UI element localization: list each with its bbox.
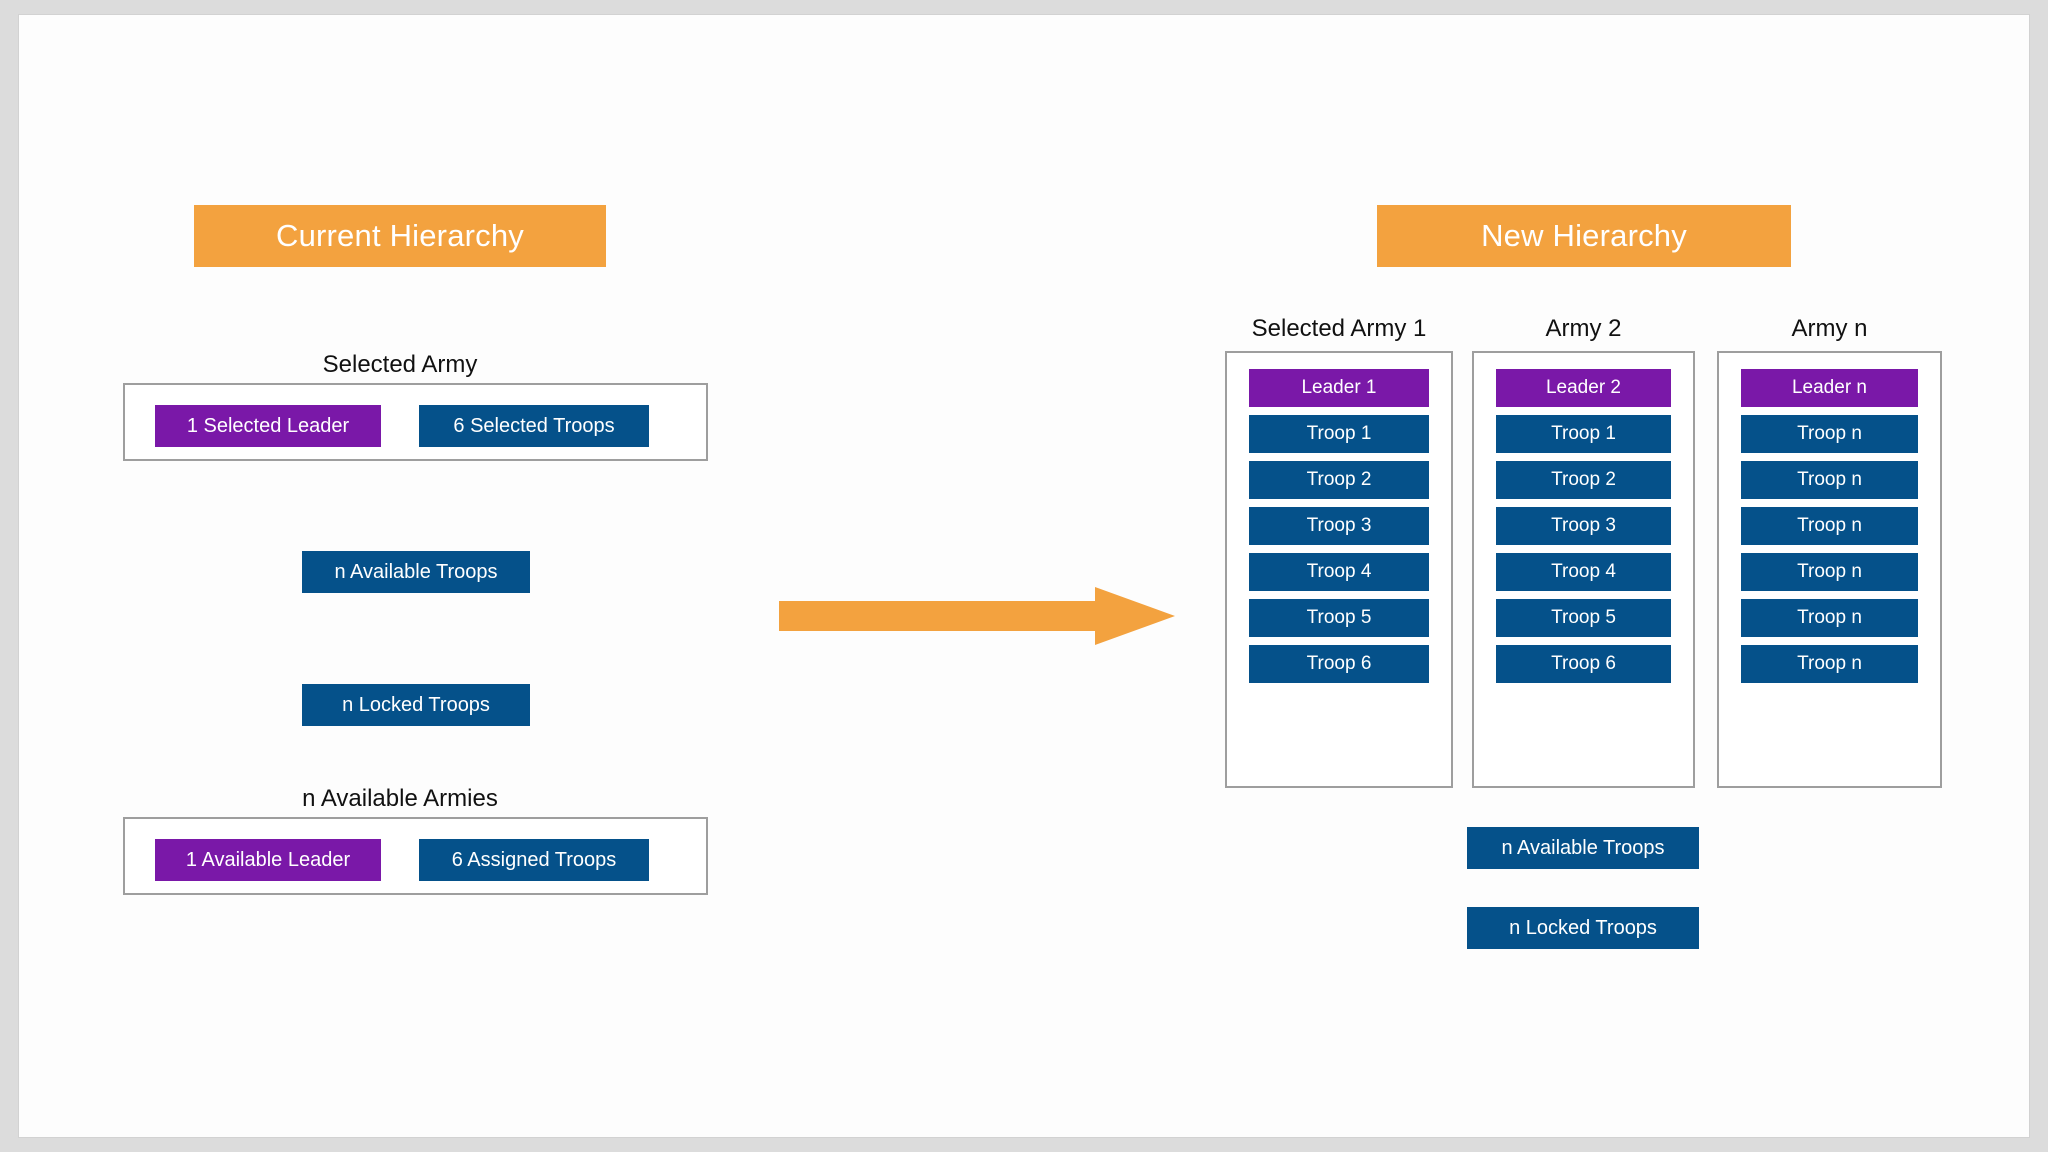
army-2-troop-3[interactable]: Troop 3 <box>1496 507 1671 545</box>
selected-troops-chip[interactable]: 6 Selected Troops <box>419 405 649 447</box>
army-n-leader[interactable]: Leader n <box>1741 369 1918 407</box>
army-1-troop-3[interactable]: Troop 3 <box>1249 507 1429 545</box>
army-n-troop-1[interactable]: Troop n <box>1741 415 1918 453</box>
selected-leader-chip[interactable]: 1 Selected Leader <box>155 405 381 447</box>
army-column-1: Leader 1 Troop 1 Troop 2 Troop 3 Troop 4… <box>1225 351 1453 788</box>
army-1-troop-1[interactable]: Troop 1 <box>1249 415 1429 453</box>
army-2-troop-6[interactable]: Troop 6 <box>1496 645 1671 683</box>
transformation-arrow <box>779 587 1175 645</box>
selected-army-group: 1 Selected Leader 6 Selected Troops <box>123 383 708 461</box>
left-locked-troops-chip[interactable]: n Locked Troops <box>302 684 530 726</box>
available-armies-group: 1 Available Leader 6 Assigned Troops <box>123 817 708 895</box>
new-hierarchy-header: New Hierarchy <box>1377 205 1791 267</box>
army-n-troop-5[interactable]: Troop n <box>1741 599 1918 637</box>
army-n-troop-4[interactable]: Troop n <box>1741 553 1918 591</box>
army-2-troop-1[interactable]: Troop 1 <box>1496 415 1671 453</box>
army-n-troop-3[interactable]: Troop n <box>1741 507 1918 545</box>
army-1-troop-4[interactable]: Troop 4 <box>1249 553 1429 591</box>
current-hierarchy-header: Current Hierarchy <box>194 205 606 267</box>
army-caption-n: Army n <box>1791 315 1868 342</box>
army-column-n: Leader n Troop n Troop n Troop n Troop n… <box>1717 351 1942 788</box>
army-2-troop-2[interactable]: Troop 2 <box>1496 461 1671 499</box>
army-2-troop-5[interactable]: Troop 5 <box>1496 599 1671 637</box>
army-1-troop-2[interactable]: Troop 2 <box>1249 461 1429 499</box>
army-1-troop-5[interactable]: Troop 5 <box>1249 599 1429 637</box>
army-n-troop-2[interactable]: Troop n <box>1741 461 1918 499</box>
army-caption-2: Army 2 <box>1545 315 1622 342</box>
assigned-troops-chip[interactable]: 6 Assigned Troops <box>419 839 649 881</box>
right-available-troops-chip[interactable]: n Available Troops <box>1467 827 1699 869</box>
army-2-troop-4[interactable]: Troop 4 <box>1496 553 1671 591</box>
army-n-troop-6[interactable]: Troop n <box>1741 645 1918 683</box>
right-arrow-icon <box>779 587 1175 645</box>
right-locked-troops-chip[interactable]: n Locked Troops <box>1467 907 1699 949</box>
available-leader-chip[interactable]: 1 Available Leader <box>155 839 381 881</box>
selected-army-caption: Selected Army <box>322 351 478 378</box>
army-1-troop-6[interactable]: Troop 6 <box>1249 645 1429 683</box>
army-column-2: Leader 2 Troop 1 Troop 2 Troop 3 Troop 4… <box>1472 351 1695 788</box>
available-armies-caption: n Available Armies <box>302 785 498 812</box>
army-1-leader[interactable]: Leader 1 <box>1249 369 1429 407</box>
army-caption-1: Selected Army 1 <box>1251 315 1427 342</box>
army-2-leader[interactable]: Leader 2 <box>1496 369 1671 407</box>
left-available-troops-chip[interactable]: n Available Troops <box>302 551 530 593</box>
diagram-canvas: Current Hierarchy Selected Army 1 Select… <box>18 14 2030 1138</box>
